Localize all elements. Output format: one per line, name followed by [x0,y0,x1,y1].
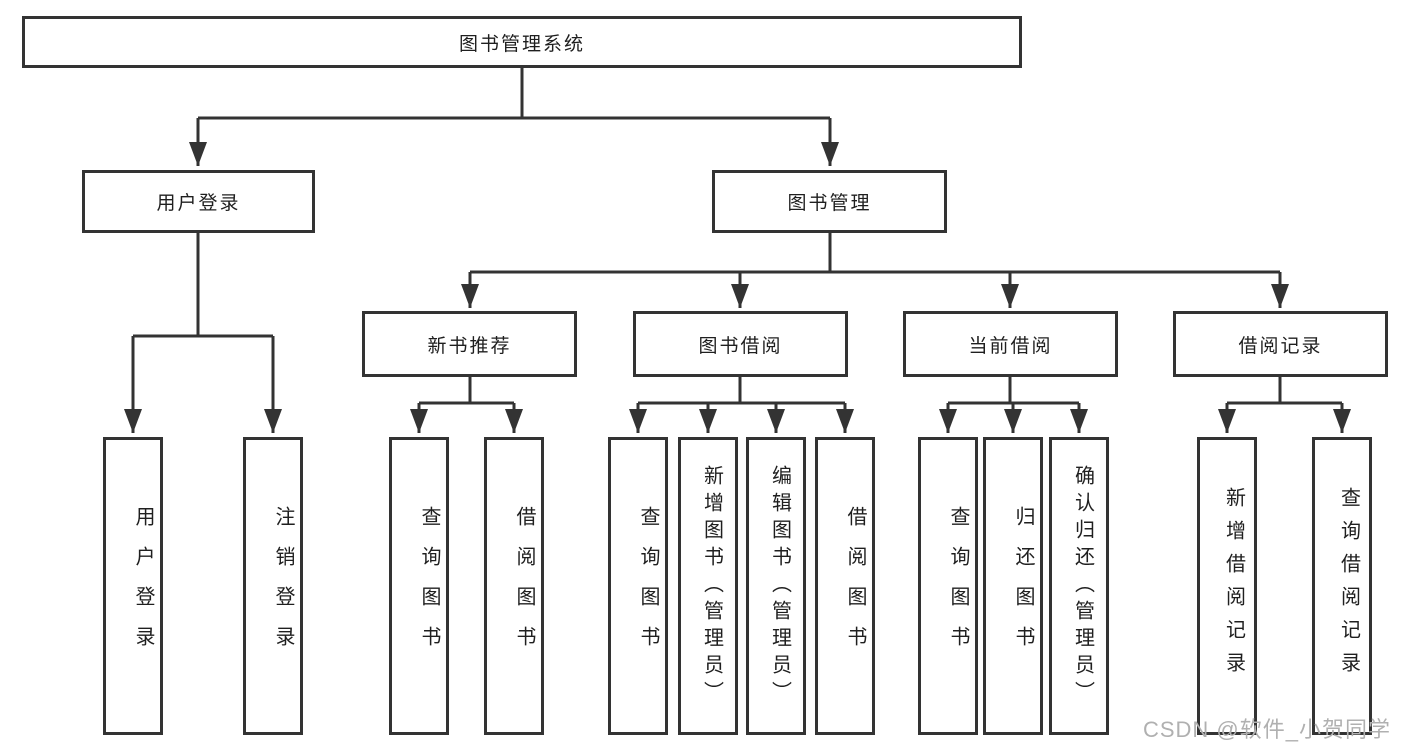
node-borrowing-records: 借阅记录 [1173,311,1388,377]
leaf-br-query-record: 查询借阅记录 [1312,437,1372,735]
leaf-bb-add-books-admin-label: 新增图书（管理员） [700,464,723,708]
node-root-system: 图书管理系统 [22,16,1022,68]
node-user-login: 用户登录 [82,170,315,233]
leaf-user-login-label: 用户登录 [132,506,154,666]
leaf-br-query-record-label: 查询借阅记录 [1337,487,1360,685]
leaf-bb-add-books-admin: 新增图书（管理员） [678,437,738,735]
leaf-cb-query-books: 查询图书 [918,437,978,735]
leaf-bb-borrow-books-label: 借阅图书 [844,506,866,666]
node-current-borrowing: 当前借阅 [903,311,1118,377]
leaf-logout: 注销登录 [243,437,303,735]
leaf-cb-query-books-label: 查询图书 [947,506,969,666]
leaf-br-add-record-label: 新增借阅记录 [1222,487,1245,685]
node-book-borrowing: 图书借阅 [633,311,848,377]
leaf-bb-edit-books-admin: 编辑图书（管理员） [746,437,806,735]
leaf-nbr-query-books: 查询图书 [389,437,449,735]
leaf-cb-confirm-return-admin-label: 确认归还（管理员） [1071,464,1094,708]
leaf-cb-return-books: 归还图书 [983,437,1043,735]
leaf-bb-edit-books-admin-label: 编辑图书（管理员） [768,464,791,708]
leaf-bb-query-books: 查询图书 [608,437,668,735]
node-book-management: 图书管理 [712,170,947,233]
leaf-nbr-borrow-books: 借阅图书 [484,437,544,735]
leaf-user-login: 用户登录 [103,437,163,735]
node-new-book-recommendation: 新书推荐 [362,311,577,377]
leaf-cb-confirm-return-admin: 确认归还（管理员） [1049,437,1109,735]
leaf-bb-borrow-books: 借阅图书 [815,437,875,735]
leaf-nbr-query-books-label: 查询图书 [418,506,440,666]
leaf-br-add-record: 新增借阅记录 [1197,437,1257,735]
leaf-cb-return-books-label: 归还图书 [1012,506,1034,666]
leaf-logout-label: 注销登录 [272,506,294,666]
csdn-watermark: CSDN @软件_小贺同学 [1142,717,1391,742]
leaf-bb-query-books-label: 查询图书 [637,506,659,666]
leaf-nbr-borrow-books-label: 借阅图书 [513,506,535,666]
